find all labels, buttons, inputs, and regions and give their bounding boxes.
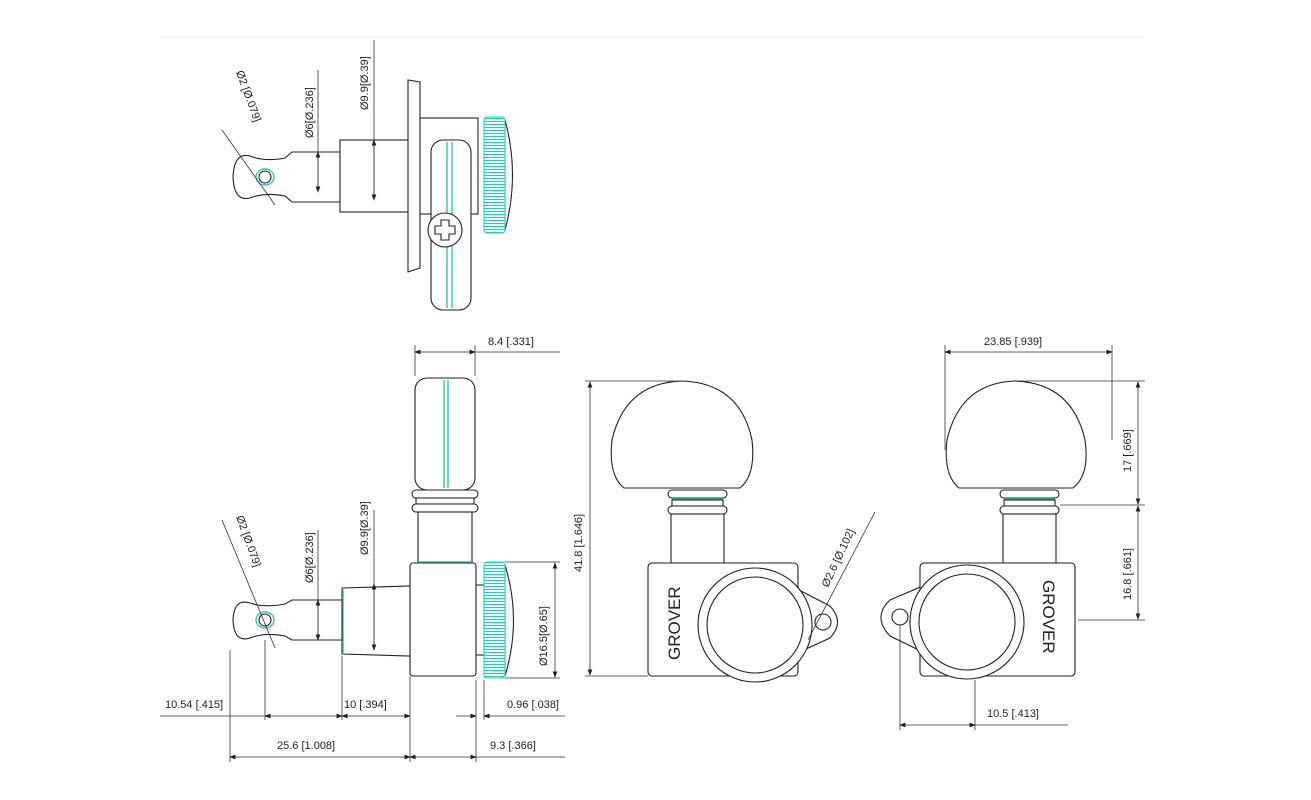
dim-screw-hole: Ø2.6 [Ø.102] (820, 527, 857, 589)
key-button (414, 377, 476, 491)
screw-hole (814, 613, 832, 631)
button-dome (610, 380, 754, 489)
dim-gear-diameter: Ø16.5[Ø.65] (538, 606, 550, 666)
knurled-wheel (483, 561, 506, 679)
screw-hole (891, 608, 909, 626)
dim-button-height: 17 [.669] (1122, 429, 1134, 472)
neck (1002, 513, 1057, 564)
string-post (232, 151, 341, 203)
front-view: GROVER 41.8 [1.646] Ø2.6 [Ø.102] (573, 380, 876, 683)
knurled-wheel (483, 116, 506, 234)
dim-button-span: 23.85 [.939] (984, 336, 1042, 348)
string-hole (255, 168, 275, 186)
brand-logo: GROVER (665, 586, 684, 660)
rear-view: GROVER 23.85 [.939] 17 [.669] 16.8 [.661… (880, 336, 1145, 730)
dim-side-bushing: Ø9.9[Ø.39] (359, 501, 371, 555)
housing (409, 562, 477, 677)
phillips-screw-icon (434, 219, 456, 241)
side-view: Ø2 [Ø.079] Ø6[Ø.236] Ø9.9[Ø.39] 8.4 [.33… (160, 336, 565, 762)
neck (417, 511, 473, 564)
dim-bushing-length: 10 [.394] (344, 699, 387, 711)
dim-top-post: Ø6[Ø.236] (304, 87, 316, 138)
dim-overall-height: 41.8 [1.646] (573, 514, 585, 572)
dim-wheel-gap: 0.96 [.038] (507, 699, 559, 711)
button-dome (945, 380, 1087, 489)
top-view: Ø2 [Ø.079] Ø6[Ø.236] Ø9.9[Ø.39] (221, 40, 513, 311)
dim-neck-height: 16.8 [.661] (1122, 548, 1134, 600)
string-post (232, 599, 343, 641)
bushing (339, 139, 411, 213)
string-hole (255, 611, 275, 629)
dim-top-hole: Ø2 [Ø.079] (233, 69, 263, 124)
bushing (341, 585, 411, 657)
dim-side-hole: Ø2 [Ø.079] (233, 514, 263, 569)
dim-button-width: 8.4 [.331] (488, 336, 534, 348)
brand-logo: GROVER (1039, 580, 1058, 654)
dim-hole-offset: 10.5 [.413] (987, 708, 1039, 720)
dim-body-depth: 9.3 [.366] (490, 740, 536, 752)
dim-side-post: Ø6[Ø.236] (304, 532, 316, 583)
mounting-plate (407, 79, 421, 273)
gear-dome (504, 119, 513, 231)
dim-overall-post: 25.6 [1.008] (277, 740, 335, 752)
dim-top-bushing: Ø9.9[Ø.39] (359, 56, 371, 110)
neck (670, 513, 725, 564)
dim-post-to-hole: 10.54 [.415] (165, 699, 223, 711)
